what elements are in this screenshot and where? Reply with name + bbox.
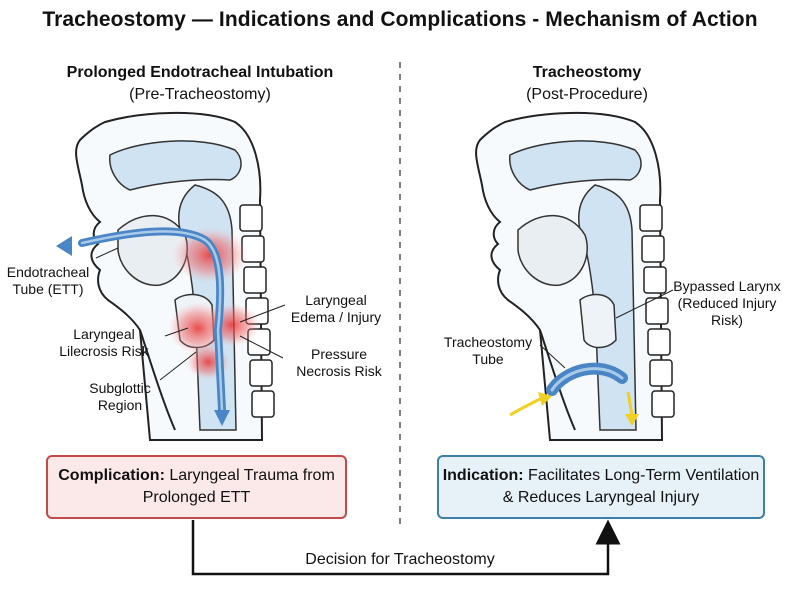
page-title: Tracheostomy — Indications and Complicat… bbox=[42, 8, 758, 31]
label-pressure-necrosis: Pressure Necrosis Risk bbox=[296, 346, 382, 379]
left-panel-title: Prolonged Endotracheal Intubation bbox=[66, 64, 334, 81]
tube-tip-arrow-icon bbox=[214, 410, 230, 426]
decision-arrow-icon bbox=[191, 519, 621, 576]
indication-label: Indication: bbox=[442, 467, 524, 484]
indication-text: Facilitates Long-Term Ventilation & Redu… bbox=[502, 467, 760, 506]
right-panel-subtitle: (Post-Procedure) bbox=[526, 86, 648, 103]
label-laryngeal-necrosis: Laryngeal Lilecrosis Risk bbox=[59, 326, 149, 359]
complication-label: Complication: bbox=[58, 467, 165, 484]
right-panel-title: Tracheostomy bbox=[532, 64, 642, 81]
indication-box: Indication: Facilitates Long-Term Ventil… bbox=[437, 455, 765, 519]
decision-label: Decision for Tracheostomy bbox=[250, 551, 550, 569]
left-head-illustration bbox=[56, 112, 286, 441]
inspiration-arrow-icon bbox=[509, 396, 543, 417]
label-bypassed-larynx: Bypassed Larynx (Reduced Injury Risk) bbox=[673, 278, 781, 328]
right-head-illustration bbox=[475, 112, 675, 441]
inflammation-pressure bbox=[204, 303, 260, 347]
label-ett: Endotracheal Tube (ETT) bbox=[6, 264, 90, 297]
label-tracheostomy-tube: Tracheostomy Tube bbox=[443, 334, 533, 367]
label-edema: Laryngeal Edema / Injury bbox=[290, 292, 382, 325]
label-subglottic: Subglottic Region bbox=[89, 380, 151, 413]
airflow-arrow-icon bbox=[56, 236, 72, 256]
complication-box: Complication: Laryngeal Trauma from Prol… bbox=[46, 455, 347, 519]
inflammation-upper bbox=[172, 227, 248, 283]
left-panel-subtitle: (Pre-Tracheostomy) bbox=[129, 86, 271, 103]
complication-text: Laryngeal Trauma from Prolonged ETT bbox=[142, 467, 335, 506]
